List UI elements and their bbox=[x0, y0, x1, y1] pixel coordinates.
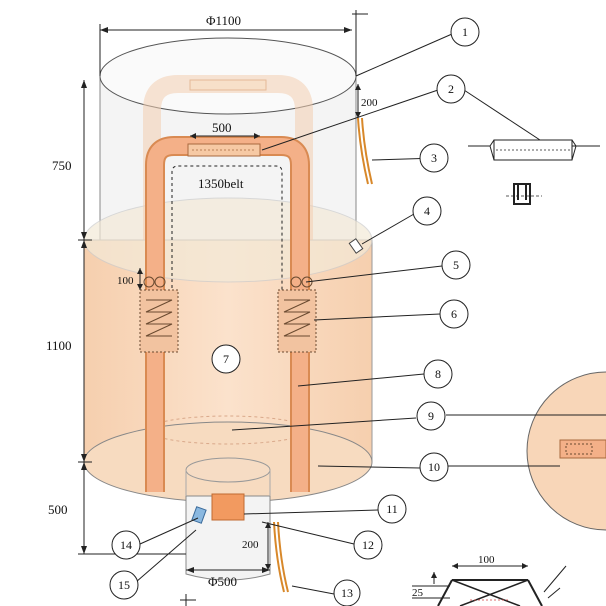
front-lifting-loop bbox=[145, 136, 310, 492]
svg-text:8: 8 bbox=[435, 367, 441, 381]
svg-text:3: 3 bbox=[431, 151, 437, 165]
callout-12: 12 bbox=[353, 530, 383, 560]
dim-200-bottom-label: 200 bbox=[242, 539, 259, 551]
callout-9: 9 bbox=[416, 401, 446, 431]
svg-text:5: 5 bbox=[453, 258, 459, 272]
dim-750-label: 750 bbox=[52, 158, 72, 173]
callout-15: 15 bbox=[109, 570, 139, 600]
stitch-length-label: 100 bbox=[117, 275, 134, 287]
svg-text:14: 14 bbox=[120, 538, 132, 552]
detail-height-label: 25 bbox=[412, 587, 424, 599]
callout-3: 3 bbox=[419, 143, 449, 173]
callout-1: 1 bbox=[450, 17, 480, 47]
leader-lines bbox=[135, 33, 606, 595]
discharge-spout bbox=[185, 495, 271, 581]
callout-2: 2 bbox=[436, 74, 466, 104]
detail-circle bbox=[526, 371, 606, 531]
stitch-patch-right bbox=[277, 276, 317, 353]
svg-text:12: 12 bbox=[362, 538, 374, 552]
callout-11: 11 bbox=[377, 494, 407, 524]
callout-6: 6 bbox=[439, 299, 469, 329]
svg-text:10: 10 bbox=[428, 460, 440, 474]
spout-outlet bbox=[211, 493, 245, 521]
side-tie-3 bbox=[361, 117, 373, 185]
back-loop-patch bbox=[189, 79, 267, 91]
body-top-rim bbox=[83, 197, 373, 283]
side-tie-13 bbox=[277, 521, 289, 593]
belt-length-label: 1350belt bbox=[198, 176, 244, 191]
svg-text:6: 6 bbox=[451, 307, 457, 321]
dim-spout-diameter-label: Φ500 bbox=[208, 574, 237, 589]
svg-text:Φ1100: Φ1100 bbox=[206, 13, 241, 28]
belt-path-dashed bbox=[171, 165, 283, 300]
callout-7: 7 bbox=[211, 344, 241, 374]
callout-5: 5 bbox=[441, 250, 471, 280]
loop-width-label: 500 bbox=[212, 120, 232, 135]
svg-text:9: 9 bbox=[428, 409, 434, 423]
callout-10: 10 bbox=[419, 452, 449, 482]
dim-1100-label: 1100 bbox=[46, 338, 72, 353]
svg-text:2: 2 bbox=[448, 82, 454, 96]
stitch-patch-left bbox=[139, 276, 179, 353]
dim-500-label: 500 bbox=[48, 502, 68, 517]
callout-8: 8 bbox=[423, 359, 453, 389]
svg-text:15: 15 bbox=[118, 578, 130, 592]
svg-text:13: 13 bbox=[341, 586, 353, 600]
detail-belt-section bbox=[468, 139, 600, 205]
dim-200-top-label: 200 bbox=[361, 97, 378, 109]
spout-inner-top bbox=[185, 457, 271, 483]
detail-width-label: 100 bbox=[478, 554, 495, 566]
callout-4: 4 bbox=[412, 196, 442, 226]
svg-text:7: 7 bbox=[223, 352, 229, 366]
detail-truss bbox=[412, 563, 567, 606]
callout-13: 13 bbox=[333, 579, 361, 606]
svg-text:1: 1 bbox=[462, 25, 468, 39]
dim-top-diameter: Φ1100 bbox=[99, 10, 368, 76]
document-tag bbox=[348, 238, 364, 254]
svg-text:4: 4 bbox=[424, 204, 430, 218]
callout-14: 14 bbox=[111, 530, 141, 560]
svg-text:11: 11 bbox=[386, 502, 398, 516]
